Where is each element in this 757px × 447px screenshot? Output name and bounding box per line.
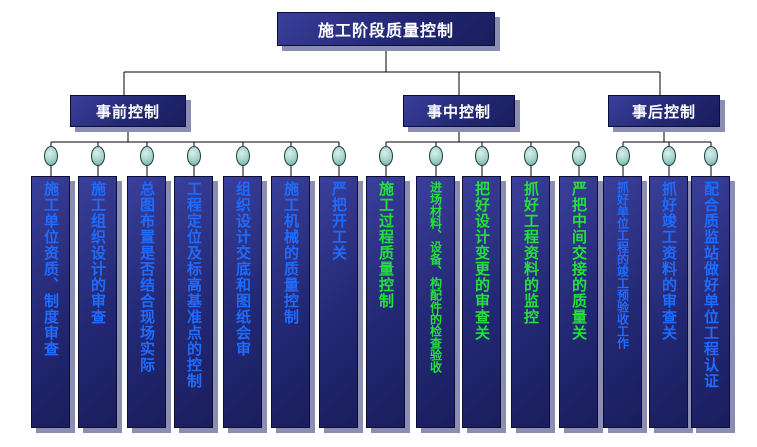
connector-knob (704, 146, 718, 166)
phase-pre-control: 事前控制 (70, 95, 186, 127)
connector-knob (429, 146, 443, 166)
root-label: 施工阶段质量控制 (317, 21, 454, 40)
connector-knob (284, 146, 298, 166)
leaf-node: 施工机械的质量控制 (271, 176, 310, 428)
connector-knob (332, 146, 346, 166)
connector-knob (379, 146, 393, 166)
leaf-node: 严把开工关 (319, 176, 358, 428)
connector-knob (236, 146, 250, 166)
connector-knob (572, 146, 586, 166)
leaf-label: 进场材料、设备、构配件的检查验收 (428, 181, 443, 373)
connector-knob (475, 146, 489, 166)
leaf-node: 抓好竣工资料的审查关 (649, 176, 688, 428)
leaf-node: 严把中间交接的质量关 (559, 176, 598, 428)
leaf-label: 施工机械的质量控制 (282, 181, 300, 325)
phase-label: 事后控制 (631, 102, 696, 121)
phase-post-control: 事后控制 (608, 95, 720, 127)
leaf-label: 工程定位及标高基准点的控制 (185, 181, 203, 389)
leaf-node: 把好设计变更的审查关 (462, 176, 501, 428)
leaf-node: 施工过程质量控制 (366, 176, 405, 428)
leaf-label: 严把开工关 (330, 181, 348, 261)
leaf-node: 施工组织设计的审查 (78, 176, 117, 428)
connector-knob (44, 146, 58, 166)
leaf-label: 总图布置是否结合现场实际 (138, 181, 156, 373)
leaf-node: 抓好单位工程的竣工预验收工作 (603, 176, 642, 428)
connector-knob (662, 146, 676, 166)
leaf-node: 抓好工程资料的监控 (511, 176, 550, 428)
leaf-label: 严把中间交接的质量关 (570, 181, 588, 341)
leaf-node: 施工单位资质、制度审查 (31, 176, 70, 428)
leaf-label: 抓好工程资料的监控 (522, 181, 540, 325)
leaf-label: 配合质监站做好单位工程认证 (702, 181, 720, 389)
connector-knob (91, 146, 105, 166)
root-node: 施工阶段质量控制 (277, 12, 495, 46)
leaf-label: 把好设计变更的审查关 (473, 181, 491, 341)
leaf-label: 施工过程质量控制 (377, 181, 395, 309)
leaf-node: 工程定位及标高基准点的控制 (174, 176, 213, 428)
connector-knob (140, 146, 154, 166)
phase-in-control: 事中控制 (403, 95, 515, 127)
connector-knob (616, 146, 630, 166)
leaf-label: 施工组织设计的审查 (89, 181, 107, 325)
leaf-label: 施工单位资质、制度审查 (42, 181, 60, 357)
leaf-node: 配合质监站做好单位工程认证 (691, 176, 730, 428)
phase-label: 事中控制 (426, 102, 491, 121)
phase-label: 事前控制 (95, 102, 160, 121)
connector-knob (187, 146, 201, 166)
leaf-label: 抓好单位工程的竣工预验收工作 (615, 181, 630, 349)
leaf-node: 组织设计交底和图纸会审 (223, 176, 262, 428)
leaf-node: 进场材料、设备、构配件的检查验收 (416, 176, 455, 428)
connector-knob (524, 146, 538, 166)
leaf-node: 总图布置是否结合现场实际 (127, 176, 166, 428)
leaf-label: 组织设计交底和图纸会审 (234, 181, 252, 357)
leaf-label: 抓好竣工资料的审查关 (660, 181, 678, 341)
